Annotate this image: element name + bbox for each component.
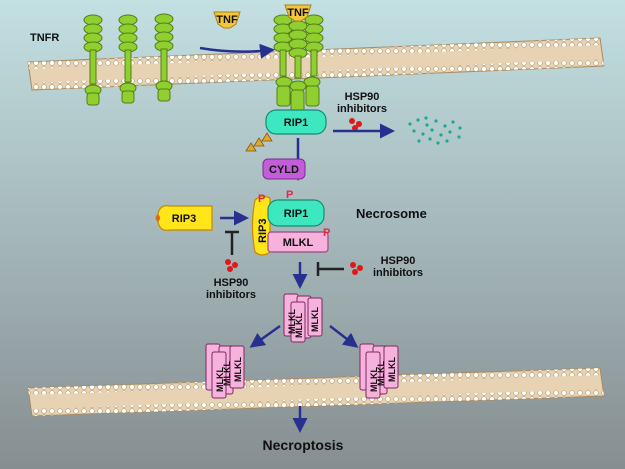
necrosome-complex: RIP3 RIP1 MLKL P P P — [251, 189, 330, 256]
mlkl-pore-right-label-3: MLKL — [387, 357, 397, 382]
necroptosis-label: Necroptosis — [263, 437, 344, 453]
mlkl-stack-label-1: MLKL — [287, 309, 297, 334]
plasma-membrane-bottom — [27, 367, 605, 417]
mlkl-oligomer-center: MLKL MLKL MLKL — [283, 293, 323, 343]
rip1-complex-label: RIP1 — [284, 208, 308, 220]
phospho-mark-mlkl: P — [323, 227, 330, 239]
hsp90-right-line1: HSP90 — [381, 255, 416, 267]
mlkl-stack-label-3: MLKL — [310, 307, 320, 332]
mlkl-in-complex — [267, 231, 329, 253]
rip3-complex-label: RIP3 — [257, 219, 269, 243]
hsp90-inhibition-right — [316, 262, 344, 276]
tnf-receptor-1 — [83, 14, 103, 106]
tnfr-label: TNFR — [30, 32, 59, 44]
mlkl-stack-label-2: MLKL — [294, 313, 304, 338]
tnf-receptor-trimer — [273, 14, 324, 113]
hsp90-top-line2: inhibitors — [337, 103, 387, 115]
mlkl-complex-label: MLKL — [283, 237, 314, 249]
tnf-label-2: TNF — [287, 7, 309, 19]
mlkl-translocation-arrow-right — [329, 325, 359, 348]
tnf-ligand-free: TNF — [213, 11, 241, 29]
rip1-top: RIP1 — [265, 109, 327, 135]
tnf-binding-arrow — [199, 43, 275, 59]
hsp90-right-line2: inhibitors — [373, 267, 423, 279]
rip3-free: RIP3 — [155, 205, 213, 231]
hsp90-inhibition-left — [225, 230, 239, 255]
tnf-receptor-2 — [118, 14, 138, 104]
necrosome-label: Necrosome — [356, 206, 427, 221]
tnf-ligand-bound: TNF — [284, 4, 312, 22]
cyld-protein: CYLD — [262, 158, 306, 180]
tnf-label-1: TNF — [216, 14, 238, 26]
hsp90-inhibitor-dots-right — [350, 262, 363, 275]
mlkl-pore-right: MLKL MLKL MLKL — [359, 343, 399, 399]
mlkl-pore-left-label-3: MLKL — [233, 357, 243, 382]
mlkl-translocation-arrow-left — [249, 324, 281, 348]
mlkl-pore-right-label-2: MLKL — [376, 361, 386, 386]
mlkl-pore-right-label-1: MLKL — [369, 367, 379, 392]
ubiquitin-chain — [245, 132, 273, 152]
hsp90-top-line1: HSP90 — [345, 91, 380, 103]
tnf-receptor-3 — [154, 13, 174, 102]
rip1-top-label: RIP1 — [284, 117, 308, 129]
phospho-mark-rip1: P — [286, 189, 293, 201]
hsp90-inhibitor-dots-left — [225, 259, 238, 272]
cyld-label: CYLD — [269, 164, 299, 176]
rip1-in-complex — [267, 199, 325, 227]
hsp90-inhibitor-dots-top — [349, 118, 362, 131]
mlkl-pore-left-label-1: MLKL — [215, 367, 225, 392]
hsp90-left-line2: inhibitors — [206, 289, 256, 301]
rip3-in-complex — [251, 195, 271, 256]
rip3-free-label: RIP3 — [172, 213, 196, 225]
phospho-mark-rip3: P — [258, 193, 265, 205]
degraded-rip1-fragments — [408, 116, 462, 145]
mlkl-pore-left: MLKL MLKL MLKL — [205, 343, 245, 399]
hsp90-left-line1: HSP90 — [214, 277, 249, 289]
mlkl-pore-left-label-2: MLKL — [222, 361, 232, 386]
